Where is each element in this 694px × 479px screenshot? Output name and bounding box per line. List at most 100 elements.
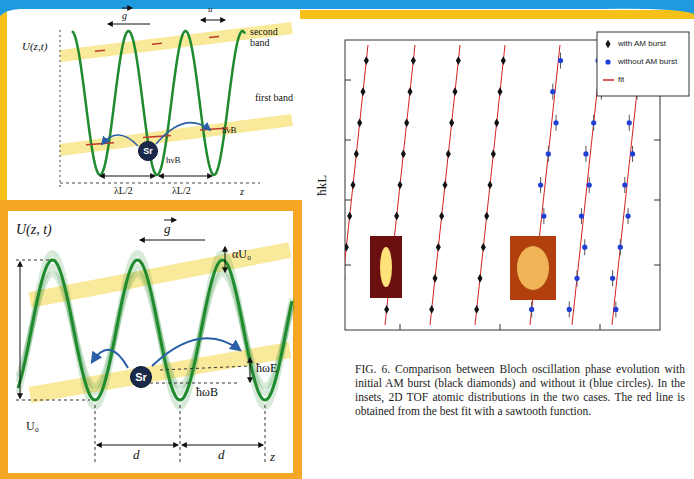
fit-line [475,45,505,325]
circle-point [587,182,592,187]
diagram-label: g [164,222,171,236]
depth-line [16,400,90,401]
diamond-sample [605,40,610,49]
tick [500,324,501,330]
dimension-line [182,445,263,446]
tof-inset [510,236,556,300]
diagram-label: λL/2 [172,185,191,196]
diagram-label: z [270,450,275,464]
circle-point [550,89,555,94]
panel-ground [8,211,293,473]
circle-point [541,214,546,219]
depth-arrow [20,262,21,398]
circle-point [618,245,623,250]
tick [600,324,601,330]
tick [654,200,660,201]
baseline [60,183,260,184]
circle-point [582,245,587,250]
dimension-line [97,445,178,446]
diamond-point [357,118,362,127]
lattice-potential [18,260,292,400]
tunnel-arrow [152,338,240,366]
legend-box [597,32,689,96]
diagram-label: d [218,448,225,462]
tunnel-arrow [102,135,138,146]
circle-point [579,214,584,219]
atom-cloud [380,247,392,287]
legend-text: fit [618,75,624,84]
diagram-label: U(z,t) [22,40,47,52]
band-level [209,36,219,37]
axis-line [60,30,61,190]
energy-line [150,383,240,384]
fit-line [345,45,368,325]
diagram-label: u [208,5,213,15]
band-level [143,135,171,137]
diamond-point [446,150,451,159]
amplitude-arrow [225,247,226,272]
atom-cloud [517,246,549,290]
diagram-label: second band [250,26,294,48]
tick [654,140,660,141]
diagram-label: ħωE [256,362,277,375]
diamond-point [354,150,359,159]
diamond-point [347,212,352,221]
circle-point [567,307,572,312]
diamond-point [407,87,412,96]
circle-point [553,120,558,125]
diamond-point [449,118,454,127]
diamond-point [487,181,492,190]
tick-line [265,405,266,462]
diamond-point [429,305,434,314]
tof-inset [370,236,402,298]
tick-line [180,405,181,462]
diamond-point [384,305,389,314]
atom-circle: Sr [130,366,152,388]
diamond-point [404,118,409,127]
diamond-point [360,87,365,96]
diagram-label: d [133,448,140,462]
fit-line [430,45,460,325]
atom-circle: Sr [138,141,158,161]
bottom-lattice [16,220,292,462]
band-level [152,43,162,44]
band-level [86,143,114,145]
diamond-point [345,243,349,252]
diagram-label: g [122,10,127,21]
vector-bar [164,220,176,221]
circle-point [538,182,543,187]
circle-point [529,307,534,312]
diamond-point [474,305,479,314]
diamond-point [364,56,369,65]
depth-line [16,260,50,261]
tick [654,265,660,266]
circle-point [627,120,632,125]
diagram-label: ħωB [196,386,218,399]
diagram-label: U(z, t) [16,222,52,237]
atom-label: Sr [135,371,147,383]
energy-band [60,120,292,150]
diagram-label: z [240,186,244,197]
diamond-point [456,56,461,65]
circle-point [574,276,579,281]
diamond-point [432,274,437,283]
circle-point [622,182,627,187]
tick [400,324,401,330]
diagram-label: hνB [222,126,237,136]
energy-line [160,366,250,370]
atom-label: Sr [143,146,153,156]
diamond-point [436,243,441,252]
diagram-label: hνB [166,156,181,166]
diamond-point [491,150,496,159]
circle-point [613,307,618,312]
circle-sample [605,59,610,64]
diamond-point [401,150,406,159]
tick [345,140,351,141]
diamond-point [411,56,416,65]
diamond-point [481,243,486,252]
circle-point [630,151,635,156]
diamond-point [439,212,444,221]
legend-text: with AM burst [618,39,666,48]
tick [345,80,351,81]
diamond-point [452,87,457,96]
